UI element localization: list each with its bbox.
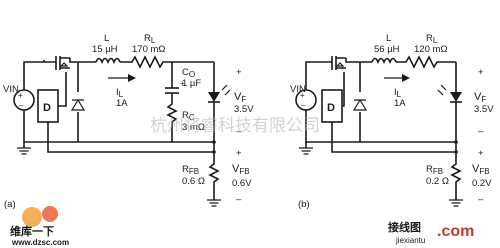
vf-value-a: 3.5V <box>234 104 254 115</box>
capacitor-co-a: + <box>165 62 185 142</box>
vfb-value-b: 0.2V <box>472 178 492 189</box>
resistor-rl-b <box>396 55 456 69</box>
driver-label-b: D <box>327 102 335 114</box>
vin-label-b: VIN <box>290 84 306 95</box>
resistor-rfb-b <box>450 142 462 200</box>
driver-label-a: D <box>43 102 51 114</box>
rfb-name-b: RFB <box>426 164 443 176</box>
current-arrow-a <box>108 74 136 82</box>
cap-name-a: CO <box>182 67 195 79</box>
freewheel-diode-a <box>70 62 86 142</box>
svg-text:+: + <box>180 79 185 88</box>
vf-minus-a: – <box>236 126 242 137</box>
current-value-b: 1A <box>394 98 406 109</box>
svg-text:.com: .com <box>437 223 474 240</box>
svg-text:维库一下: 维库一下 <box>10 224 54 238</box>
rfb-value-b: 0.2 Ω <box>426 176 449 187</box>
svg-text:+: + <box>18 91 23 100</box>
svg-text:–: – <box>301 101 306 110</box>
led-b <box>437 62 462 142</box>
vin-label-a: VIN <box>3 84 19 95</box>
svg-text:jiexiantu: jiexiantu <box>395 236 425 245</box>
ground-symbol-b-left <box>299 142 313 155</box>
cap-value-a: 1 µF <box>182 78 201 89</box>
inductor-value-a: 15 µH <box>92 44 118 55</box>
vfb-name-a: VFB <box>232 163 250 176</box>
inductor-name-a: L <box>104 33 109 44</box>
vfb-value-a: 0.6V <box>232 178 252 189</box>
mosfet-switch-b <box>322 56 354 70</box>
circuit-a: + – VIN D L 15 µH <box>3 33 254 210</box>
resistor-name-a: RL <box>144 33 156 45</box>
cap-res-name-a: RC <box>182 110 195 122</box>
inductor-name-b: L <box>386 33 391 44</box>
svg-text:+: + <box>300 91 305 100</box>
inductor-value-b: 56 µH <box>374 44 400 55</box>
current-name-a: IL <box>116 87 124 99</box>
mosfet-switch-a <box>44 56 78 70</box>
inductor-b <box>371 57 397 65</box>
watermark-bottom-left: 维库一下 www.dzsc.com <box>10 206 69 247</box>
vfb-plus-a: + <box>236 148 242 159</box>
rfb-value-a: 0.6 Ω <box>182 176 205 187</box>
circuit-tag-a: (a) <box>4 199 16 210</box>
svg-text:www.dzsc.com: www.dzsc.com <box>11 238 69 247</box>
vfb-name-b: VFB <box>472 163 490 176</box>
resistor-name-b: RL <box>426 33 438 45</box>
resistor-rfb-a <box>208 142 220 200</box>
resistor-rl-a <box>120 55 202 69</box>
vf-value-b: 3.5V <box>474 104 494 115</box>
led-a <box>208 62 231 142</box>
watermark-bottom-right: 接线图 jiexiantu .com <box>388 220 474 245</box>
vfb-minus-b: – <box>478 194 484 205</box>
cap-res-value-a: 3 mΩ <box>182 122 205 133</box>
rfb-name-a: RFB <box>182 164 199 176</box>
circuit-b: + – VIN D L 56 µH RL 120 mΩ <box>290 33 494 210</box>
vf-minus-b: – <box>478 126 484 137</box>
vfb-plus-b: + <box>478 148 484 159</box>
current-arrow-b <box>384 74 410 82</box>
inductor-a <box>95 57 121 65</box>
vf-name-a: VF <box>234 91 246 104</box>
ground-symbol-b-right <box>449 199 463 207</box>
resistor-value-b: 120 mΩ <box>414 44 448 55</box>
svg-text:接线图: 接线图 <box>388 220 421 234</box>
ground-symbol-a-right <box>207 199 221 207</box>
freewheel-diode-b <box>352 62 368 142</box>
ground-symbol-a-left <box>17 142 31 155</box>
vf-plus-b: + <box>478 67 484 78</box>
vfb-minus-a: – <box>236 194 242 205</box>
current-name-b: IL <box>394 87 402 99</box>
circuit-tag-b: (b) <box>298 199 310 210</box>
current-value-a: 1A <box>116 98 128 109</box>
center-watermark: 杭州将睿科技有限公司 <box>150 116 320 136</box>
svg-text:–: – <box>19 101 24 110</box>
vf-plus-a: + <box>236 67 242 78</box>
resistor-value-a: 170 mΩ <box>132 44 166 55</box>
vf-name-b: VF <box>474 91 486 104</box>
